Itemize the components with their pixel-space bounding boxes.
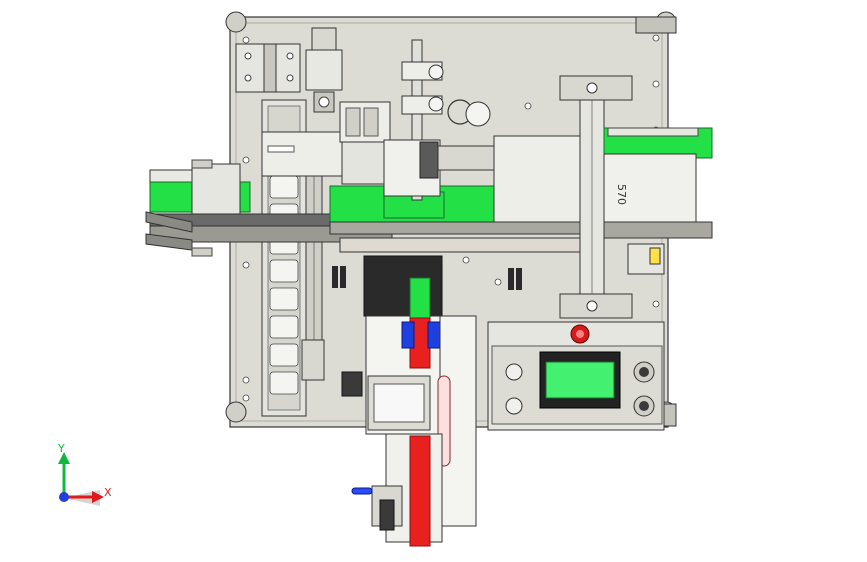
stop-button[interactable] [505,397,523,415]
sensor-cluster [332,266,522,290]
process-table[interactable] [329,135,595,253]
start-button[interactable] [505,363,523,381]
right-beam[interactable] [559,75,633,319]
hmi-touch-screen[interactable] [367,375,431,431]
reset-selector[interactable] [633,395,655,417]
outfeed-conveyor[interactable]: 570 [603,127,713,239]
sensor-right[interactable] [627,243,665,275]
left-cylinder-block[interactable] [235,43,301,93]
axis-y-label: Y [57,442,65,455]
axis-x-label: X [104,486,112,499]
panel-stamp: 570 [615,184,628,205]
servo-motor[interactable] [305,27,343,113]
vertical-rod[interactable] [401,39,444,201]
emergency-stop-button[interactable] [570,324,590,344]
connector-block[interactable] [341,371,363,397]
gantry-carriage[interactable] [261,131,343,177]
mode-selector[interactable] [633,361,655,383]
clamp-assembly[interactable] [339,99,495,197]
lower-spindle[interactable] [351,433,443,547]
hmi-display[interactable] [539,351,621,409]
coordinate-triad: Y X [57,442,112,506]
